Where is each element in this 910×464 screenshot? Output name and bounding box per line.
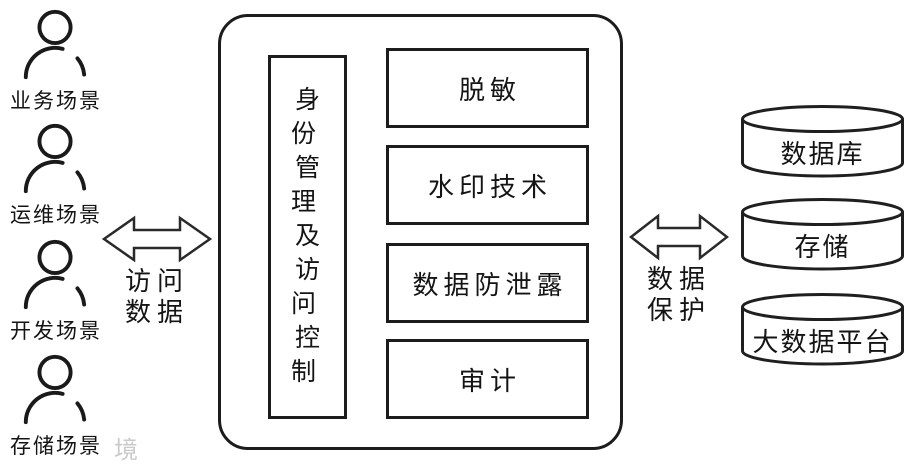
access-data-label: 访问 数据 bbox=[124, 267, 189, 327]
actor-label: 存储场景 bbox=[10, 434, 102, 458]
watermark-text: 境 bbox=[114, 438, 138, 464]
identity-access-control-box: 身份 管理 及 访问 控制 bbox=[268, 55, 347, 419]
actor-business-scenario: 业务场景 bbox=[0, 6, 112, 115]
actor-label: 运维场景 bbox=[10, 203, 102, 227]
access-data-arrow-group: 访问 数据 bbox=[102, 215, 212, 328]
cylinder-label: 存储 bbox=[794, 233, 851, 262]
actor-ops-scenario: 运维场景 bbox=[0, 120, 112, 229]
function-box-watermark: 水印技术 bbox=[386, 145, 589, 225]
cylinder-database: 数据库 bbox=[740, 104, 905, 180]
data-protection-arrow-group: 数据 保护 bbox=[629, 213, 729, 326]
person-icon bbox=[23, 354, 87, 425]
person-icon bbox=[23, 9, 87, 80]
cylinder-label: 数据库 bbox=[780, 140, 865, 169]
actor-dev-scenario: 开发场景 bbox=[0, 236, 112, 345]
person-icon bbox=[23, 123, 87, 194]
function-box-audit: 审计 bbox=[386, 339, 589, 419]
database-cylinder-icon bbox=[741, 293, 904, 366]
security-functions-panel: 身份 管理 及 访问 控制 脱敏 水印技术 数据防泄露 审计 bbox=[218, 14, 623, 450]
double-arrow-icon bbox=[629, 213, 729, 261]
function-box-desensitization: 脱敏 bbox=[386, 48, 589, 128]
actor-label: 开发场景 bbox=[10, 319, 102, 343]
actor-label: 业务场景 bbox=[10, 89, 102, 113]
function-box-dlp: 数据防泄露 bbox=[386, 243, 589, 323]
cylinder-storage: 存储 bbox=[740, 197, 905, 273]
person-icon bbox=[23, 239, 87, 310]
cylinder-label: 大数据平台 bbox=[752, 328, 893, 357]
database-cylinder-icon bbox=[741, 105, 904, 178]
data-protection-label: 数据 保护 bbox=[646, 265, 711, 325]
double-arrow-icon bbox=[102, 215, 212, 263]
cylinder-bigdata-platform: 大数据平台 bbox=[740, 292, 905, 368]
actor-storage-scenario: 存储场景 bbox=[0, 351, 112, 460]
database-cylinder-icon bbox=[741, 198, 904, 271]
identity-access-control-text: 身份 管理 及 访问 控制 bbox=[290, 87, 328, 386]
